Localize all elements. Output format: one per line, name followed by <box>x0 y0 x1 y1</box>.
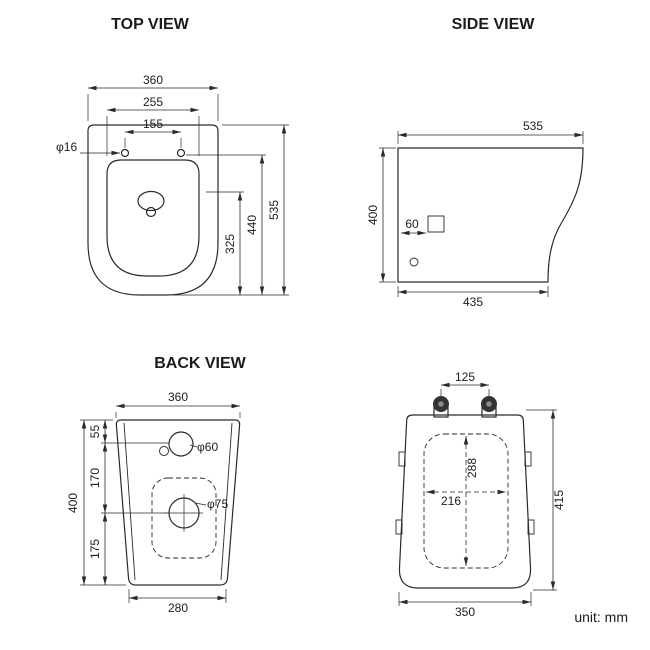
hinge-pin-left <box>438 401 444 407</box>
dim-seat-outer-length: 415 <box>526 409 566 591</box>
back-view-body-outline <box>115 419 241 586</box>
side-view-body-outline <box>397 147 584 283</box>
dim-side-height: 400 <box>366 147 396 283</box>
side-view: SIDE VIEW 535 400 60 435 <box>366 16 584 309</box>
top-view-title: TOP VIEW <box>111 16 190 33</box>
dim-back-segments: 55 170 175 <box>88 420 169 585</box>
dim-label-base-width: 280 <box>168 601 188 615</box>
seat-bumper-right-top <box>524 451 532 467</box>
dim-back-inlet-diameter: φ60 <box>189 440 218 454</box>
back-view-inner-wall-left <box>123 422 136 581</box>
dim-label-outlet-diameter: φ75 <box>207 497 228 511</box>
back-view-trapway-dashed <box>151 477 217 559</box>
dim-label-hinge-spacing: 125 <box>455 370 475 384</box>
hinge-pin-right <box>486 401 492 407</box>
top-view: TOP VIEW 360 255 155 <box>56 16 289 296</box>
top-view-drain-oval <box>137 190 165 212</box>
dim-label-side-top-length: 535 <box>523 119 543 133</box>
seat-bumper-left-top <box>398 451 406 467</box>
dim-label-outer-length: 415 <box>552 490 566 510</box>
dim-label-back-top-width: 360 <box>168 390 188 404</box>
seat-view: 125 288 216 415 <box>395 370 566 619</box>
back-view-small-hole <box>159 446 169 456</box>
dim-side-top-length: 535 <box>397 119 584 144</box>
seat-bumper-right-bottom <box>527 519 535 535</box>
seat-bumper-left-bottom <box>395 519 403 535</box>
back-view-inner-wall-right <box>220 422 233 581</box>
dim-label-side-height: 400 <box>366 205 380 225</box>
unit-label: unit: mm <box>574 609 628 625</box>
back-view: BACK VIEW 360 400 55 170 <box>66 355 247 615</box>
dim-label-hinge-depth: 440 <box>245 215 259 235</box>
top-view-inner-rim <box>106 159 200 277</box>
dim-label-bowl-depth: 325 <box>223 234 237 254</box>
dim-top-hinge-depth: 440 <box>186 154 266 295</box>
dim-label-side-inlet: 60 <box>405 217 419 231</box>
dim-label-seg-mid: 170 <box>88 468 102 488</box>
leader-line <box>194 502 207 506</box>
dim-top-hole-diameter: φ16 <box>56 140 120 156</box>
back-view-inlet-circle <box>168 431 194 457</box>
back-view-title: BACK VIEW <box>154 355 246 372</box>
dim-label-seg-bottom: 175 <box>88 539 102 559</box>
dim-back-height: 400 <box>66 419 126 586</box>
dim-seat-inner-width: 216 <box>426 489 506 508</box>
dim-side-base-length: 435 <box>397 286 549 309</box>
dim-top-overall-depth: 535 <box>172 124 289 296</box>
dim-top-hole-spacing: 155 <box>124 117 182 148</box>
dim-label-rim-width: 255 <box>143 95 163 109</box>
top-view-body-outline <box>87 124 219 296</box>
dim-top-rim-width: 255 <box>106 95 200 156</box>
seat-outline <box>398 414 532 589</box>
dim-seat-inner-length: 288 <box>463 436 479 566</box>
dim-seat-hinge-spacing: 125 <box>440 370 490 397</box>
leader-line <box>189 444 198 448</box>
dim-back-top-width: 360 <box>115 390 241 418</box>
dim-label-seg-top: 55 <box>88 425 102 439</box>
dim-label-overall-width: 360 <box>143 73 163 87</box>
side-view-fixing-hole <box>409 257 419 267</box>
dim-back-outlet-diameter: φ75 <box>194 497 228 511</box>
dim-top-overall-width: 360 <box>87 73 219 121</box>
dim-label-inlet-diameter: φ60 <box>197 440 218 454</box>
dim-label-inner-length: 288 <box>465 458 479 478</box>
top-view-drain-hole <box>145 206 157 218</box>
seat-inner-dashed-contour <box>423 433 509 569</box>
dim-label-overall-depth: 535 <box>267 200 281 220</box>
side-view-title: SIDE VIEW <box>452 16 536 33</box>
dim-label-back-height: 400 <box>66 493 80 513</box>
side-view-inlet-bracket <box>427 215 445 233</box>
dim-label-hole-diameter: φ16 <box>56 140 77 154</box>
dim-side-inlet: 60 <box>401 217 426 236</box>
top-view-hinge-hole-right <box>176 148 186 158</box>
dim-label-inner-width: 216 <box>441 494 461 508</box>
dim-label-hole-spacing: 155 <box>143 117 163 131</box>
top-view-hinge-hole-left <box>120 148 130 158</box>
dim-back-base-width: 280 <box>128 589 227 615</box>
dim-top-bowl-depth: 325 <box>206 191 244 295</box>
dim-label-side-base-length: 435 <box>463 295 483 309</box>
dim-label-outer-width: 350 <box>455 605 475 619</box>
dim-seat-outer-width: 350 <box>398 592 532 619</box>
